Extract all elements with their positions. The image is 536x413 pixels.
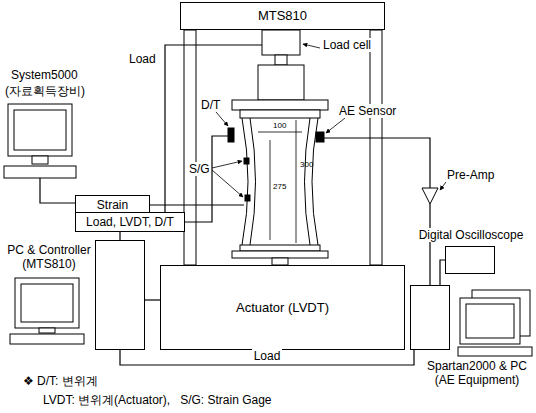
monitor-stand bbox=[39, 328, 55, 333]
upper-plate bbox=[232, 100, 328, 110]
frame-column bbox=[370, 30, 382, 265]
part-label: D/T bbox=[200, 98, 221, 112]
ae-equipment-box: Spartan2000 & PC (AE Equipment) bbox=[410, 285, 450, 350]
strain-wire bbox=[150, 204, 244, 205]
actuator-rod bbox=[272, 258, 288, 265]
specimen-wall bbox=[250, 118, 256, 245]
connector bbox=[119, 232, 120, 240]
leader-line bbox=[212, 161, 242, 168]
actuator-base: Actuator (LVDT) bbox=[160, 265, 405, 350]
device-label: Spartan2000 & PC (AE Equipment) bbox=[421, 359, 533, 387]
monitor bbox=[460, 298, 520, 344]
connector bbox=[145, 299, 160, 300]
displacement-transducer bbox=[228, 128, 234, 142]
dimension-label: 100 bbox=[272, 121, 287, 130]
connector bbox=[120, 350, 414, 365]
monitor-screen bbox=[14, 110, 66, 150]
box-text: Load, LVDT, D/T bbox=[86, 215, 174, 229]
strain-gage bbox=[245, 195, 250, 201]
leader-line bbox=[440, 182, 446, 190]
leader-line bbox=[212, 170, 243, 197]
leader-line bbox=[326, 118, 345, 133]
ae-wire bbox=[429, 204, 430, 285]
box-text: Strain bbox=[97, 198, 128, 212]
connector-label: Load bbox=[252, 349, 283, 363]
monitor-screen bbox=[466, 304, 514, 338]
device-label: PC & Controller (MTS810) bbox=[4, 243, 94, 271]
dimension-label: 275 bbox=[272, 182, 287, 191]
part-label: S/G bbox=[188, 162, 211, 176]
frame-crossbar: MTS810 bbox=[180, 2, 385, 30]
upper-grip bbox=[258, 65, 304, 100]
part-label: Load cell bbox=[322, 38, 372, 52]
leader-line bbox=[303, 44, 320, 48]
monitor bbox=[8, 104, 72, 156]
data-wire bbox=[40, 178, 75, 203]
box-text: MTS810 bbox=[258, 9, 307, 23]
dimension-line bbox=[258, 132, 302, 133]
specimen-wall bbox=[242, 118, 248, 245]
device-label: Digital Oscilloscope bbox=[413, 228, 529, 242]
part-label: ❖ D/T: 변위계 bbox=[22, 374, 99, 388]
part-label: Pre-Amp bbox=[446, 168, 495, 182]
dimension-line bbox=[296, 120, 297, 243]
keyboard bbox=[4, 166, 76, 178]
specimen-flange bbox=[240, 245, 320, 251]
signal-box: Load, LVDT, D/T bbox=[75, 212, 185, 232]
load-wire bbox=[165, 45, 262, 212]
monitor-stand bbox=[32, 156, 48, 164]
part-label: Load bbox=[128, 52, 157, 66]
controller-box: PC & Controller (MTS810) bbox=[95, 240, 145, 350]
monitor-screen bbox=[21, 284, 73, 322]
keyboard bbox=[10, 334, 84, 344]
ae-sensor bbox=[316, 132, 324, 142]
part-label: System5000 bbox=[10, 68, 79, 82]
dt-wire bbox=[185, 136, 228, 222]
leader-line bbox=[216, 112, 228, 126]
keyboard bbox=[458, 347, 532, 356]
shaft bbox=[275, 55, 287, 65]
part-label: (자료획득장비) bbox=[4, 84, 86, 98]
part-label: AE Sensor bbox=[338, 104, 397, 118]
dimension-line bbox=[270, 140, 271, 240]
frame-column bbox=[184, 30, 196, 265]
specimen-wall bbox=[305, 118, 311, 245]
monitor bbox=[15, 278, 79, 328]
load-cell bbox=[262, 30, 300, 55]
lower-plate bbox=[232, 251, 328, 258]
dimension-label: 300 bbox=[299, 160, 314, 169]
strain-gage bbox=[244, 158, 249, 164]
pre-amp-symbol bbox=[422, 188, 438, 204]
ae-wire bbox=[324, 138, 430, 188]
box-text: Actuator (LVDT) bbox=[236, 301, 329, 315]
specimen-flange bbox=[240, 110, 320, 118]
part-label: LVDT: 변위계(Actuator), S/G: Strain Gage bbox=[42, 393, 273, 407]
oscilloscope-box: Digital Oscilloscope bbox=[445, 246, 495, 274]
